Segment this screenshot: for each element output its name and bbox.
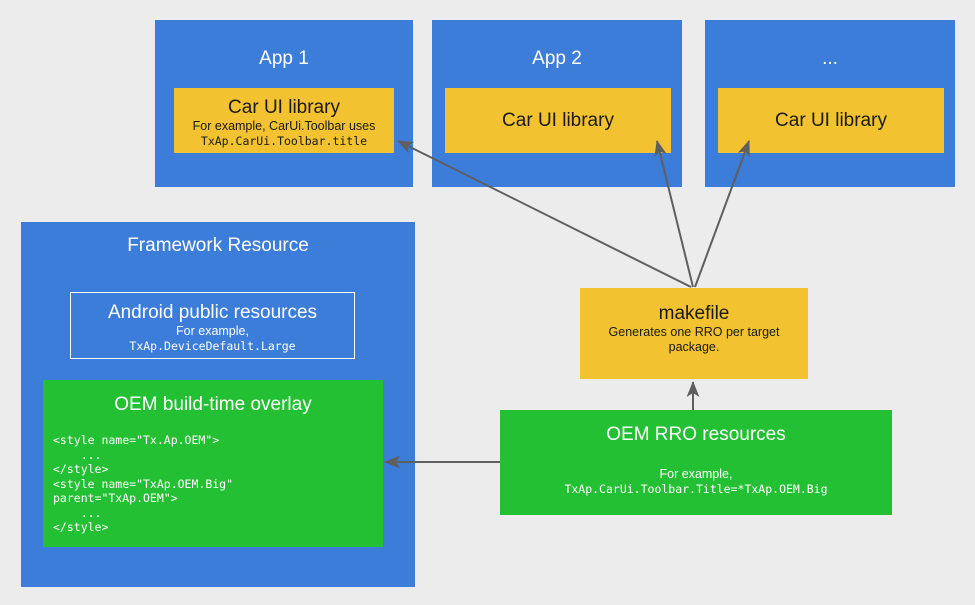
makefile-sub1: Generates one RRO per target (608, 325, 780, 339)
car-ui-library-card-1-text: Car UI library For example, CarUi.Toolba… (174, 96, 394, 149)
oem-rro-resources-title-wrap: OEM RRO resources (500, 423, 892, 446)
android-public-resources-text: Android public resources For example, Tx… (71, 301, 354, 354)
framework-resource-title: Framework Resource (127, 235, 309, 256)
makefile-title: makefile (658, 303, 730, 324)
car-ui-library-card-3: Car UI library (718, 88, 944, 153)
app-group-1: App 1 Car UI library For example, CarUi.… (155, 20, 413, 187)
oem-rro-resources-sub1: For example, (659, 467, 733, 481)
android-public-resources-title: Android public resources (107, 302, 318, 323)
car-ui-library-card-2-text: Car UI library (445, 109, 671, 132)
car-ui-library-card-3-text: Car UI library (718, 109, 944, 132)
oem-build-time-overlay-title: OEM build-time overlay (114, 394, 312, 415)
car-ui-library-card-2: Car UI library (445, 88, 671, 153)
oem-build-time-overlay-code: <style name="Tx.Ap.OEM"> ... </style> <s… (53, 433, 234, 534)
app-group-2: App 2 Car UI library (432, 20, 682, 187)
android-public-resources-sub2: TxAp.DeviceDefault.Large (129, 339, 296, 353)
oem-rro-resources-title: OEM RRO resources (606, 424, 786, 445)
car-ui-library-card-3-title: Car UI library (775, 110, 887, 131)
car-ui-library-card-1: Car UI library For example, CarUi.Toolba… (174, 88, 394, 153)
makefile-card: makefile Generates one RRO per target pa… (580, 288, 808, 379)
car-ui-library-card-1-sub1: For example, CarUi.Toolbar uses (192, 119, 376, 133)
makefile-text: makefile Generates one RRO per target pa… (580, 302, 808, 355)
car-ui-library-card-1-title: Car UI library (228, 97, 340, 118)
oem-rro-resources-sub2: TxAp.CarUi.Toolbar.Title=*TxAp.OEM.Big (564, 482, 828, 496)
framework-resource-group: Framework Resource Android public resour… (21, 222, 415, 587)
car-ui-library-card-2-title: Car UI library (502, 110, 614, 131)
app-group-3: ... Car UI library (705, 20, 955, 187)
app-group-1-title: App 1 (259, 48, 309, 69)
android-public-resources-card: Android public resources For example, Tx… (70, 292, 355, 359)
oem-build-time-overlay-title-wrap: OEM build-time overlay (43, 393, 383, 416)
app-group-3-title: ... (822, 48, 838, 69)
oem-rro-resources-sub-wrap: For example, TxAp.CarUi.Toolbar.Title=*T… (500, 467, 892, 497)
android-public-resources-sub1: For example, (176, 324, 249, 338)
car-ui-library-card-1-sub2: TxAp.CarUi.Toolbar.title (200, 134, 368, 148)
app-group-2-title: App 2 (532, 48, 582, 69)
makefile-sub2: package. (668, 340, 720, 354)
oem-rro-resources-card: OEM RRO resources For example, TxAp.CarU… (500, 410, 892, 515)
oem-build-time-overlay-card: OEM build-time overlay <style name="Tx.A… (43, 380, 383, 547)
